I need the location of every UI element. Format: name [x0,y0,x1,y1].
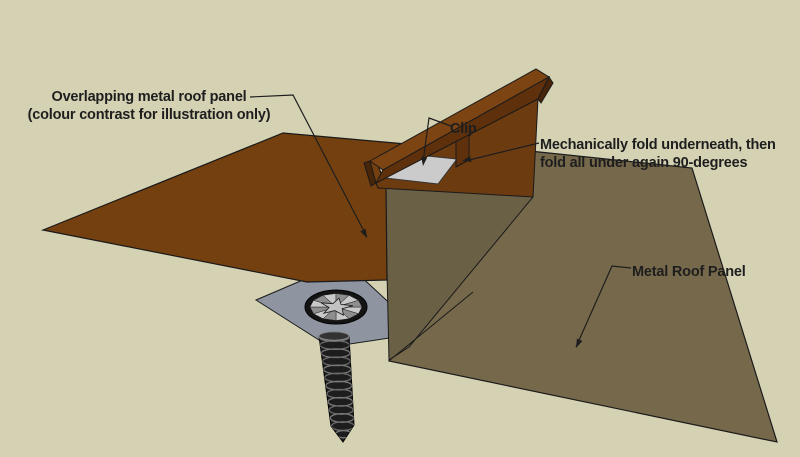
screw-head [304,289,368,325]
label-overlapping-panel-line1: Overlapping metal roof panel [51,89,246,105]
leader-clip [422,117,452,163]
arrowhead-overlapping-panel [360,228,367,238]
seam-cap-end-far [537,76,554,104]
label-overlapping-panel-line2: (colour contrast for illustration only) [28,107,271,123]
annotation-leaders [249,94,632,348]
label-metal-roof-panel: Metal Roof Panel [632,264,746,280]
leader-metal-roof-panel [575,265,632,348]
label-fold-line2: fold all under again 90-degrees [540,155,747,171]
label-fold-line1: Mechanically fold underneath, then [540,137,776,153]
arrowhead-clip [421,156,428,166]
annotation-labels: Overlapping metal roof panel (colour con… [28,89,776,280]
seam-cap-end-near [363,160,377,187]
arrowhead-metal-roof-panel [576,338,583,348]
label-clip: Clip [450,121,477,137]
leader-fold [464,142,540,162]
screw-star-drive [320,297,353,316]
arrowhead-fold [462,156,472,162]
seam-cap [363,68,554,187]
leader-overlapping-panel [249,94,368,238]
sheet-fold-line [389,291,474,361]
